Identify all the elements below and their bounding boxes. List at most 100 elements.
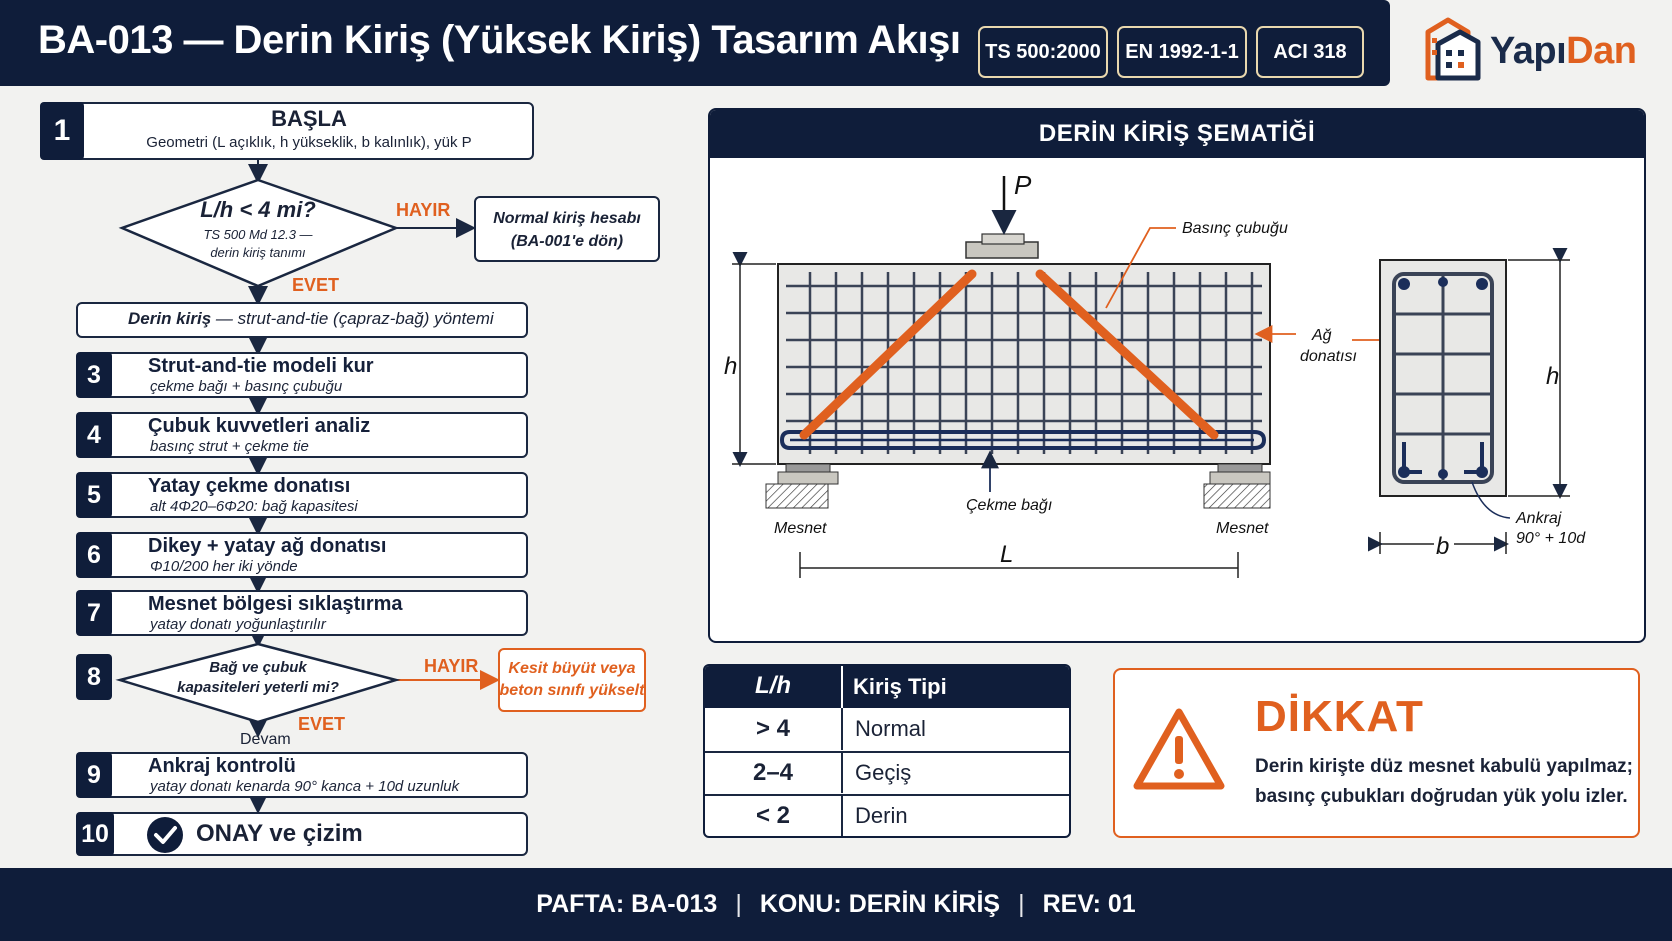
support-label-left: Mesnet: [774, 520, 827, 537]
footer-rev: REV: 01: [1042, 890, 1136, 918]
table-cell-type: Derin: [855, 803, 908, 828]
cross-section: [1379, 259, 1507, 497]
decision-diamond-capacity: [115, 642, 401, 724]
step-number: 10: [76, 812, 114, 856]
span-dimension: [799, 552, 1239, 578]
section-width-label: b: [1436, 533, 1449, 560]
footer-topic: KONU: DERİN KİRİŞ: [759, 890, 1001, 918]
page-title: BA-013 — Derin Kiriş (Yüksek Kiriş) Tasa…: [38, 18, 961, 62]
step-4-title: Çubuk kuvvetleri analiz: [148, 415, 371, 437]
right-support: [1203, 463, 1271, 509]
decision-2-q2: kapasiteleri yeterli mi?: [177, 679, 339, 696]
support-label-right: Mesnet: [1216, 520, 1269, 537]
step-2-title: Derin kiriş: [128, 309, 212, 328]
step-9-title: Ankraj kontrolü: [148, 755, 296, 777]
web-reinforcement-mesh: [786, 272, 1262, 454]
footer-sheet: PAFTA: BA-013: [536, 890, 718, 918]
decision-1-ref1: TS 500 Md 12.3 —: [203, 227, 313, 242]
height-dimension: [732, 252, 776, 467]
side-1-line1: Normal kiriş hesabı: [493, 210, 641, 227]
step-number: 4: [76, 412, 112, 458]
anchor-label-2: 90° + 10d: [1516, 530, 1586, 547]
warning-triangle-icon: [1133, 708, 1225, 790]
decision-1-no-label: HAYIR: [396, 200, 451, 220]
header-bar: BA-013 — Derin Kiriş (Yüksek Kiriş) Tasa…: [0, 0, 1390, 86]
side-2-line1: Kesit büyüt veya: [508, 660, 636, 677]
decision-1-ref2: derin kiriş tanımı: [210, 245, 306, 260]
compression-struts: [799, 269, 1219, 440]
table-header-lh: L/h: [755, 672, 791, 699]
decision-1-question: L/h < 4 mi?: [200, 197, 316, 222]
standard-badge-ts500: TS 500:2000: [978, 26, 1108, 78]
decision-2-continue: Devam: [240, 731, 291, 748]
table-header-type: Kiriş Tipi: [853, 674, 947, 699]
schematic-title: DERİN KİRİŞ ŞEMATİĞİ: [710, 110, 1644, 158]
step-7-box: [94, 590, 528, 636]
step-2-box: [76, 302, 528, 338]
step-2-sub: — strut-and-tie (çapraz-bağ) yöntemi: [215, 309, 494, 328]
step-number: 7: [76, 590, 112, 636]
step-1-title: BAŞLA: [271, 106, 347, 131]
table-row: < 2 Derin: [705, 794, 1069, 836]
step-10-title: ONAY ve çizim: [196, 820, 363, 847]
step-6-box: [94, 532, 528, 578]
anchor-label-1: Ankraj: [1515, 510, 1562, 527]
step-7-title: Mesnet bölgesi sıklaştırma: [148, 593, 403, 615]
lh-classification-table: L/h Kiriş Tipi > 4 Normal 2–4 Geçiş < 2 …: [703, 664, 1071, 838]
decision-2-yes-label: EVET: [298, 714, 346, 734]
step-7-sub: yatay donatı yoğunlaştırılır: [150, 616, 326, 633]
tie-label: Çekme bağı: [966, 497, 1052, 514]
side-1-line2: (BA-001'e dön): [510, 233, 624, 250]
footer-bar: PAFTA: BA-013 | KONU: DERİN KİRİŞ | REV:…: [0, 868, 1672, 941]
step-number: 5: [76, 472, 112, 518]
step-9-sub: yatay donatı kenarda 90° kanca + 10d uzu…: [150, 778, 460, 795]
flow-connectors: [115, 160, 500, 814]
decision-2-q1: Bağ ve çubuk: [209, 659, 307, 676]
side-resize-box: [498, 648, 646, 712]
table-header-row: L/h Kiriş Tipi: [705, 666, 1069, 708]
building-logo-icon: [1425, 17, 1481, 81]
step-5-box: [94, 472, 528, 518]
left-support: [765, 463, 839, 509]
table-cell-lh: 2–4: [752, 759, 794, 786]
height-label: h: [724, 353, 737, 380]
decision-2-no-label: HAYIR: [424, 656, 479, 676]
step-5-title: Yatay çekme donatısı: [148, 475, 351, 497]
step-9-box: [94, 752, 528, 798]
step-1-box: [40, 102, 534, 160]
step-3-box: [94, 352, 528, 398]
warning-line-2: basınç çubukları doğrudan yük yolu izler…: [1255, 786, 1628, 807]
step-3-sub: çekme bağı + basınç çubuğu: [150, 378, 343, 395]
standard-badge-aci318: ACI 318: [1256, 26, 1364, 78]
step-1-sub: Geometri (L açıklık, h yükseklik, b kalı…: [146, 134, 472, 151]
side-normal-beam-box: [474, 196, 660, 262]
load-label-p: P: [1014, 170, 1032, 200]
strut-label: Basınç çubuğu: [1182, 220, 1288, 237]
table-cell-type: Normal: [855, 716, 926, 741]
checkmark-icon: [147, 817, 183, 853]
side-2-line2: beton sınıfı yükselt: [499, 682, 645, 699]
step-number: 6: [76, 532, 112, 578]
step-number: 8: [76, 654, 112, 700]
tension-tie: [779, 430, 1267, 450]
step-number: 9: [76, 752, 112, 798]
table-cell-lh: > 4: [755, 715, 791, 742]
warning-line-1: Derin kirişte düz mesnet kabulü yapılmaz…: [1255, 756, 1633, 777]
table-row: > 4 Normal: [705, 708, 1069, 750]
standard-badge-en1992: EN 1992-1-1: [1117, 26, 1247, 78]
step-6-sub: Φ10/200 her iki yönde: [150, 558, 298, 575]
schematic-panel: DERİN KİRİŞ ŞEMATİĞİ: [708, 108, 1646, 643]
table-cell-lh: < 2: [755, 802, 791, 829]
mesh-label-1: Ağ: [1311, 327, 1332, 344]
yapidan-logo: YapıDan: [1420, 14, 1660, 84]
logo-text: YapıDan: [1490, 30, 1637, 72]
step-3-title: Strut-and-tie modeli kur: [148, 355, 374, 377]
table-row: 2–4 Geçiş: [705, 751, 1069, 793]
span-label: L: [1000, 541, 1013, 568]
step-5-sub: alt 4Φ20–6Φ20: bağ kapasitesi: [150, 498, 358, 515]
warning-title: DİKKAT: [1255, 692, 1424, 741]
decision-diamond-lh: [118, 178, 400, 288]
step-2-text: Derin kiriş — strut-and-tie (çapraz-bağ)…: [128, 309, 494, 329]
mesh-label-2: donatısı: [1300, 348, 1357, 365]
step-4-sub: basınç strut + çekme tie: [150, 438, 309, 455]
